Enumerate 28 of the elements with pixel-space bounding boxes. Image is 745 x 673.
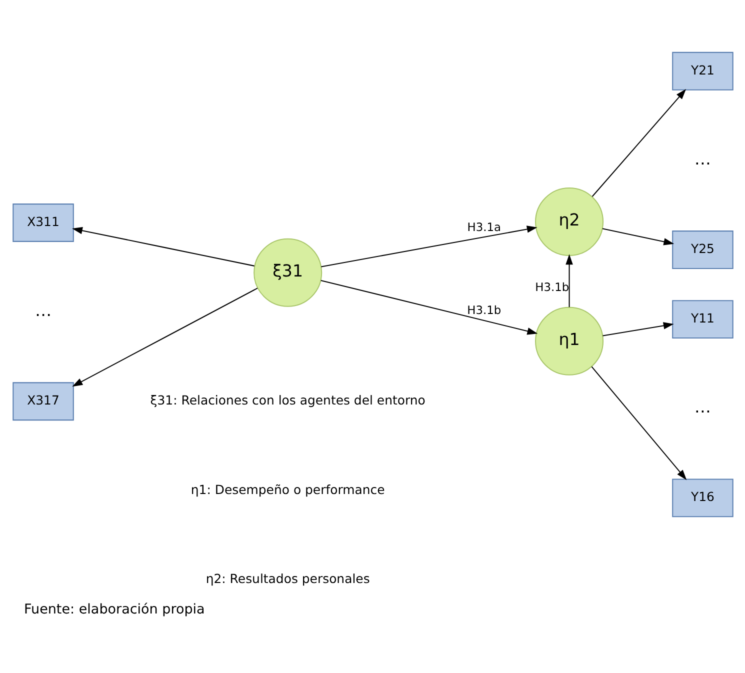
node-box: Y21 (672, 51, 733, 90)
arrow (590, 366, 686, 480)
label: ξ31: Relaciones con los agentes del entorno (150, 392, 425, 408)
arrow (320, 279, 538, 334)
arrow (602, 322, 674, 336)
arrow (591, 88, 686, 196)
node-circle: η1 (534, 306, 604, 375)
caption: Fuente: elaboración propia (23, 601, 204, 618)
arrow (320, 225, 537, 267)
node-circle: η2 (534, 186, 604, 256)
node-box: Y16 (672, 478, 733, 517)
label: … (694, 397, 711, 416)
node-circle: ξ31 (253, 238, 322, 306)
label: … (694, 148, 711, 168)
label: η2: Resultados personales (205, 570, 370, 586)
node-box: X317 (12, 382, 74, 420)
edge-label: H3.1a (466, 219, 500, 234)
arrow (602, 228, 674, 245)
label: η1: Desempeño o performance (190, 481, 384, 496)
node-box: X311 (12, 203, 74, 242)
arrow (565, 254, 572, 307)
edge-label: H3.1b (466, 302, 501, 316)
label: … (34, 300, 52, 320)
edge-label: H3.1b (534, 279, 569, 294)
arrow (72, 287, 258, 386)
node-box: Y25 (672, 230, 733, 268)
node-box: Y11 (672, 300, 733, 338)
arrow (72, 226, 254, 266)
